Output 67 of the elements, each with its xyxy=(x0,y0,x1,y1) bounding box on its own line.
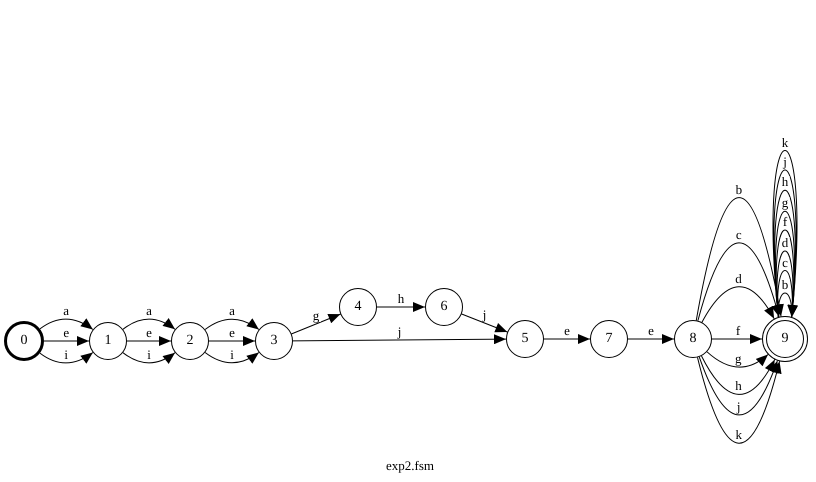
edge-label: i xyxy=(146,348,152,361)
edge-label: j xyxy=(782,156,788,168)
state-circle xyxy=(425,288,463,326)
transition-arrow xyxy=(204,318,260,330)
edge-label: d xyxy=(780,237,790,249)
transition-arrow xyxy=(706,351,769,368)
initial-state-circle xyxy=(4,321,44,361)
transition-arrow xyxy=(204,352,260,364)
state-label: 2 xyxy=(186,333,194,349)
state-label: 3 xyxy=(270,333,278,349)
edge-label: h xyxy=(734,380,743,392)
transition-arrow xyxy=(122,318,176,330)
edge-label: b xyxy=(780,279,790,291)
transition-arrow xyxy=(544,334,590,344)
state-label: 8 xyxy=(690,331,696,347)
state-label: 1 xyxy=(104,333,112,349)
state-label: 0 xyxy=(20,333,28,349)
transition-arrow xyxy=(712,334,762,344)
transition-arrow xyxy=(696,197,784,321)
transition-arrow xyxy=(697,356,782,444)
state-circle xyxy=(506,320,544,358)
state-label: 5 xyxy=(522,331,528,347)
transition-arrow xyxy=(697,242,780,322)
edge-label: g xyxy=(312,310,320,322)
edge-label: g xyxy=(734,353,742,366)
edge-label: f xyxy=(734,325,742,337)
edge-label: k xyxy=(734,429,743,442)
state-label: 9 xyxy=(782,331,788,347)
transition-arrow xyxy=(701,356,776,395)
transition-arrow xyxy=(292,334,506,344)
transition-arrow xyxy=(376,302,426,312)
transition-arrow xyxy=(126,336,172,346)
edge-label: j xyxy=(736,400,742,413)
transition-arrow xyxy=(122,352,176,364)
transition-arrow xyxy=(698,356,778,416)
state-circle xyxy=(590,320,628,358)
transition-arrow xyxy=(44,336,90,346)
state-label: 6 xyxy=(440,299,448,315)
state-circle xyxy=(171,322,209,360)
edge-label: d xyxy=(734,272,743,285)
edge-label: c xyxy=(781,256,789,268)
state-label: 4 xyxy=(354,299,362,315)
edge-label: k xyxy=(780,136,790,148)
caption: exp2.fsm xyxy=(386,458,434,474)
edge-label: g xyxy=(780,197,790,210)
state-circle xyxy=(339,288,377,326)
edge-label: i xyxy=(63,348,69,361)
transition-arrow xyxy=(208,336,256,346)
edge-label: j xyxy=(396,326,402,338)
edge-label: h xyxy=(780,176,790,188)
state-label: 7 xyxy=(606,331,612,347)
transition-arrow xyxy=(628,334,674,344)
edge-label: h xyxy=(396,293,406,305)
edge-label: b xyxy=(734,184,744,196)
edge-label: j xyxy=(482,309,488,321)
transition-arrow xyxy=(461,313,508,333)
transition-arrow xyxy=(701,286,775,323)
edge-label: f xyxy=(782,216,788,228)
transition-arrow xyxy=(39,318,94,330)
transition-arrow xyxy=(774,190,798,318)
edge-label: i xyxy=(229,348,235,361)
state-circle xyxy=(255,322,293,360)
final-state-circle xyxy=(762,316,808,362)
transition-arrow xyxy=(291,314,341,334)
state-circle xyxy=(89,322,127,360)
state-circle xyxy=(674,320,712,358)
transition-arrow xyxy=(39,352,94,364)
